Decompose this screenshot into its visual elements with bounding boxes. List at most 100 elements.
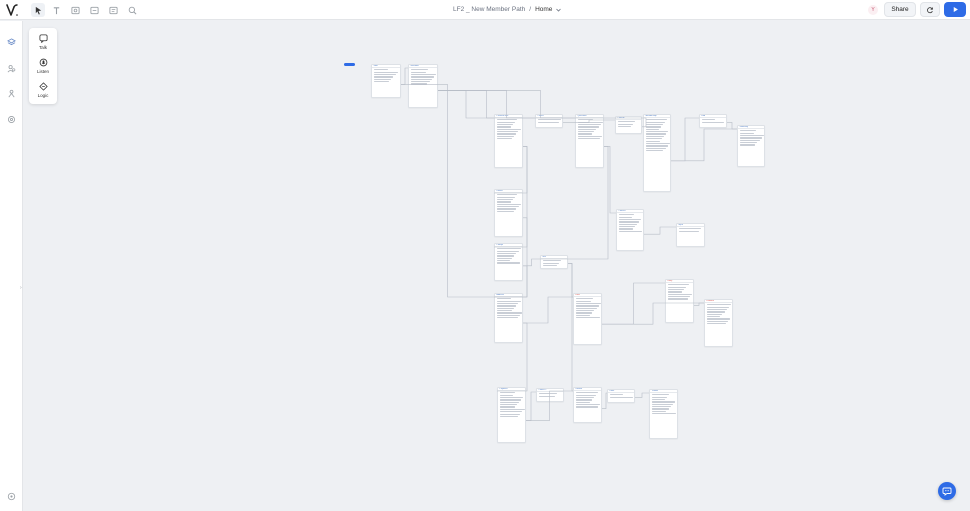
listen-step-button[interactable]: Listen	[29, 56, 57, 78]
flow-step[interactable]	[739, 130, 757, 132]
flow-step[interactable]	[496, 248, 521, 250]
flow-step[interactable]	[499, 396, 524, 399]
flow-step[interactable]	[678, 230, 700, 232]
flow-step[interactable]	[496, 300, 521, 302]
flow-block[interactable]: Info	[540, 255, 568, 269]
layers-icon[interactable]	[7, 38, 16, 47]
flow-step[interactable]	[645, 140, 661, 142]
flow-step[interactable]	[575, 314, 591, 316]
flow-step[interactable]	[410, 78, 432, 80]
flow-step[interactable]	[618, 228, 633, 230]
flow-step[interactable]	[645, 142, 670, 145]
flow-step[interactable]	[651, 403, 673, 405]
flow-step[interactable]	[577, 128, 597, 130]
flow-step[interactable]	[496, 260, 510, 262]
flow-step[interactable]	[575, 300, 591, 302]
flow-step[interactable]	[537, 121, 559, 123]
flow-step[interactable]	[667, 291, 683, 293]
collapse-sidebar-icon[interactable]: ›	[20, 285, 22, 291]
flow-step[interactable]	[577, 126, 599, 128]
flow-step[interactable]	[499, 415, 519, 418]
flow-step[interactable]	[645, 128, 659, 130]
flow-step[interactable]	[410, 81, 430, 83]
flow-step[interactable]	[499, 404, 517, 406]
flow-step[interactable]	[651, 408, 669, 410]
flow-step[interactable]	[496, 128, 521, 130]
flow-step[interactable]	[496, 307, 515, 309]
flow-step[interactable]	[496, 302, 519, 305]
flow-step[interactable]	[739, 134, 764, 137]
flow-step[interactable]	[645, 147, 666, 149]
voiceflow-logo[interactable]	[5, 2, 19, 18]
flow-step[interactable]	[575, 298, 594, 300]
flow-step[interactable]	[577, 133, 593, 135]
flow-step[interactable]	[706, 318, 731, 320]
flow-step[interactable]	[496, 206, 519, 208]
flow-step[interactable]	[706, 304, 732, 306]
flow-step[interactable]	[373, 71, 398, 73]
flow-step[interactable]	[496, 119, 518, 121]
flow-step[interactable]	[645, 126, 661, 128]
flow-step[interactable]	[701, 121, 725, 123]
flow-step[interactable]	[496, 250, 519, 252]
flow-step[interactable]	[609, 394, 624, 396]
flow-block[interactable]: Welcome	[408, 64, 438, 108]
flow-step[interactable]	[577, 123, 601, 126]
flow-block[interactable]: Done	[607, 389, 635, 403]
flow-step[interactable]	[410, 69, 429, 71]
flow-step[interactable]	[706, 320, 729, 322]
flow-step[interactable]	[496, 305, 517, 307]
flow-step[interactable]	[496, 298, 511, 300]
flow-block-header[interactable]: Fallback	[705, 300, 732, 303]
help-icon[interactable]	[7, 492, 16, 501]
flow-step[interactable]	[575, 305, 599, 307]
flow-step[interactable]	[373, 76, 394, 78]
flow-step[interactable]	[496, 194, 518, 196]
flow-step[interactable]	[575, 406, 598, 408]
settings-icon[interactable]	[7, 115, 16, 124]
flow-step[interactable]	[645, 138, 663, 140]
flow-step[interactable]	[499, 406, 515, 408]
flow-step[interactable]	[373, 78, 392, 80]
flow-block-header[interactable]: Info	[541, 256, 567, 259]
flow-step[interactable]	[496, 123, 513, 126]
flow-block[interactable]: Confirm	[615, 116, 642, 134]
flow-block[interactable]: Input	[676, 223, 705, 247]
start-marker[interactable]	[344, 63, 355, 66]
flow-step[interactable]	[496, 203, 521, 205]
flow-step[interactable]	[496, 257, 513, 259]
flow-step[interactable]	[617, 123, 633, 125]
flow-step[interactable]	[373, 73, 396, 76]
flow-step[interactable]	[496, 317, 518, 319]
flow-step[interactable]	[496, 131, 519, 133]
flow-step[interactable]	[537, 119, 561, 121]
flow-step[interactable]	[651, 406, 671, 408]
flow-step[interactable]	[538, 395, 556, 397]
flow-step[interactable]	[575, 312, 593, 314]
flow-step[interactable]	[618, 226, 635, 228]
flow-step[interactable]	[499, 408, 525, 410]
flow-step[interactable]	[739, 139, 760, 141]
flow-step[interactable]	[667, 296, 690, 298]
flow-step[interactable]	[577, 135, 603, 137]
flow-step[interactable]	[577, 121, 603, 123]
select-tool-button[interactable]	[31, 3, 45, 17]
flow-block[interactable]: Review	[573, 387, 602, 423]
flow-block-header[interactable]: Questions	[576, 115, 603, 118]
flow-step[interactable]	[496, 208, 517, 210]
flow-block[interactable]: Questions	[575, 114, 604, 168]
flow-step[interactable]	[667, 293, 693, 295]
flow-step[interactable]	[496, 262, 520, 264]
flow-step[interactable]	[618, 218, 642, 221]
flow-step[interactable]	[645, 121, 665, 123]
flow-step[interactable]	[651, 401, 675, 403]
flow-step[interactable]	[667, 284, 689, 286]
flow-block-header[interactable]: Membership	[644, 115, 670, 118]
flow-block-header[interactable]: Choice	[536, 115, 562, 118]
flow-step[interactable]	[618, 216, 632, 218]
flow-step[interactable]	[739, 137, 762, 139]
flow-block[interactable]: Details	[494, 189, 523, 237]
flow-step[interactable]	[651, 410, 667, 412]
flow-step[interactable]	[618, 214, 634, 216]
flow-step[interactable]	[645, 150, 664, 152]
